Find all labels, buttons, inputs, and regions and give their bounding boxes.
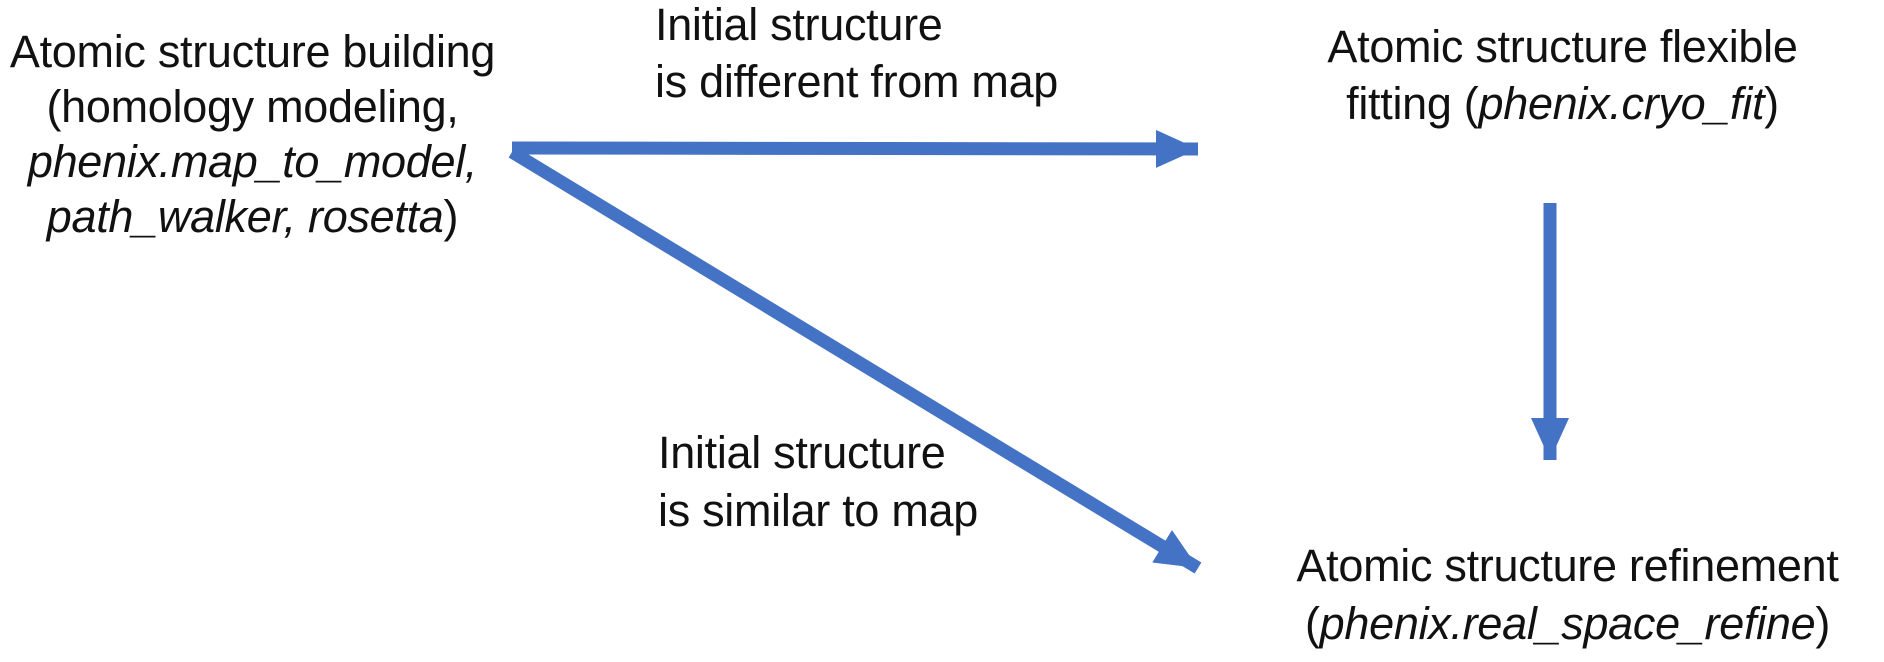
node-structure-refinement-line2-suffix: ) — [1815, 598, 1831, 649]
edge-label-similar-line2: is similar to map — [658, 485, 978, 536]
node-flexible-fitting: Atomic structure flexible fitting (pheni… — [1305, 18, 1820, 132]
node-flexible-fitting-line2-prefix: fitting ( — [1346, 78, 1479, 129]
edge-label-different-line2: is different from map — [655, 56, 1059, 107]
node-flexible-fitting-program: phenix.cryo_fit — [1478, 78, 1765, 129]
node-flexible-fitting-line1: Atomic structure flexible — [1327, 21, 1798, 72]
edge-label-different: Initial structure is different from map — [655, 0, 1058, 110]
node-flexible-fitting-line2: fitting (phenix.cryo_fit) — [1305, 75, 1820, 132]
node-structure-building-line4: path_walker, rosetta) — [0, 189, 505, 244]
node-structure-refinement: Atomic structure refinement (phenix.real… — [1255, 537, 1880, 653]
node-structure-building: Atomic structure building (homology mode… — [0, 24, 505, 244]
node-structure-building-line2: (homology modeling, — [46, 81, 459, 132]
node-flexible-fitting-line2-suffix: ) — [1764, 78, 1779, 129]
node-structure-building-line1: Atomic structure building — [9, 26, 496, 77]
node-structure-building-line4-close-paren: ) — [443, 191, 459, 242]
edge-label-similar: Initial structure is similar to map — [658, 424, 978, 540]
edge-label-similar-line1: Initial structure — [658, 427, 946, 478]
node-structure-building-line4-programs: path_walker, rosetta — [46, 191, 444, 242]
edge-label-different-line1: Initial structure — [655, 0, 943, 50]
node-structure-refinement-line1: Atomic structure refinement — [1296, 540, 1839, 591]
node-structure-building-line3: phenix.map_to_model, — [27, 136, 478, 187]
node-structure-refinement-line2: (phenix.real_space_refine) — [1255, 595, 1880, 653]
node-structure-refinement-line2-prefix: ( — [1304, 598, 1320, 649]
node-structure-refinement-program: phenix.real_space_refine — [1319, 598, 1816, 649]
arrow-building-to-fitting — [511, 129, 1199, 168]
